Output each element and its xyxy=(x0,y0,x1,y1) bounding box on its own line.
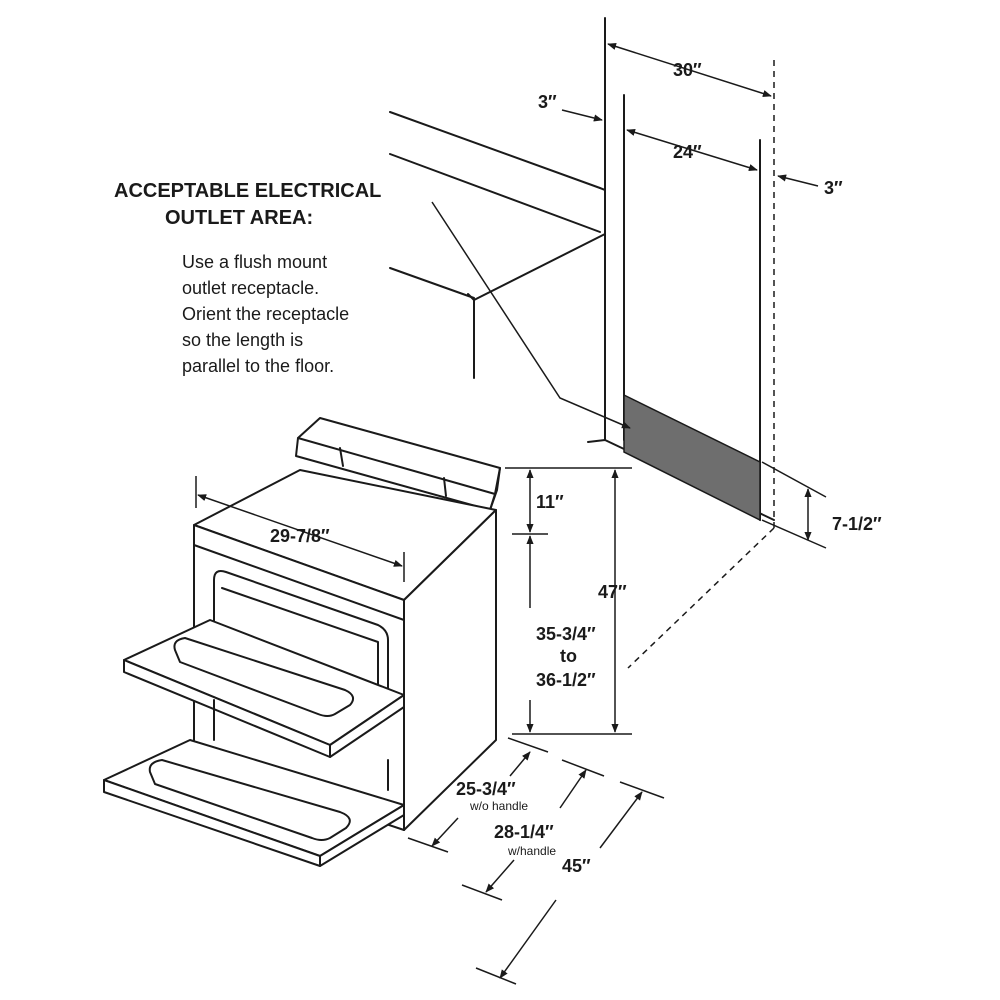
label-backguard-height: 11″ xyxy=(536,492,564,512)
dim-depth-ext-4 xyxy=(461,884,503,901)
range-side-face xyxy=(403,509,497,831)
dim-25-75-line-a xyxy=(509,751,531,777)
countertop-front xyxy=(467,187,606,301)
heading-line-2: OUTLET AREA: xyxy=(165,207,313,229)
dim-28-25-line-b xyxy=(485,859,515,893)
label-depth-door-open: 45″ xyxy=(562,856,591,876)
dim-depth-ext-2 xyxy=(561,759,605,777)
label-depth-with-handle-note: w/handle xyxy=(507,844,556,858)
label-outlet-area-height: 7-1/2″ xyxy=(832,514,882,534)
dim-3-left-arrow xyxy=(561,109,603,122)
label-cabinet-opening: 30″ xyxy=(673,60,702,80)
label-depth-with-handle: 28-1/4″ xyxy=(494,822,554,842)
label-wall-offset-right: 3″ xyxy=(824,178,843,198)
outlet-pointer-line xyxy=(431,201,631,429)
dim-depth-ext-1 xyxy=(407,837,449,853)
wall-cabinet-assembly xyxy=(389,17,775,669)
backguard-divider-right xyxy=(443,477,447,497)
outlet-instructions: ACCEPTABLE ELECTRICAL OUTLET AREA: Use a… xyxy=(114,180,381,376)
backguard-face-top xyxy=(297,437,496,495)
dimension-labels: 30″ 3″ 24″ 3″ 7-1/2″ 29-7/8″ 11″ 47″ 35-… xyxy=(270,60,882,876)
dimension-lines xyxy=(195,43,827,985)
dim-depth-ext-rear xyxy=(507,737,549,753)
floor-line-dashed xyxy=(627,527,775,669)
label-wall-offset-left: 3″ xyxy=(538,92,557,112)
instruction-line-4: so the length is xyxy=(182,330,303,350)
instruction-line-3: Orient the receptacle xyxy=(182,304,349,324)
label-outlet-area-width: 24″ xyxy=(673,142,702,162)
dim-7-5-ext-top xyxy=(761,461,827,498)
backguard-side xyxy=(489,467,501,511)
dim-7-5-ext-bottom xyxy=(761,519,827,549)
label-depth-no-handle-note: w/o handle xyxy=(469,799,528,813)
label-cooktop-height-1: 35-3/4″ xyxy=(536,624,596,644)
dim-3-right-arrow xyxy=(777,174,819,187)
dim-25-75-line-b xyxy=(431,817,459,847)
label-cooktop-height-2: to xyxy=(560,646,577,666)
backguard xyxy=(295,417,501,511)
dim-45-line-a xyxy=(599,791,643,849)
upper-oven-door-side xyxy=(329,694,405,758)
dim-24-line xyxy=(626,128,758,172)
dim-45-line-b xyxy=(499,899,557,979)
upper-oven-inner xyxy=(221,587,379,701)
countertop-bottom xyxy=(389,267,475,299)
dim-depth-ext-5 xyxy=(475,967,517,985)
countertop-upper-edge xyxy=(389,111,606,191)
label-cooktop-height-3: 36-1/2″ xyxy=(536,670,596,690)
label-depth-no-handle: 25-3/4″ xyxy=(456,779,516,799)
range-appliance xyxy=(103,417,501,867)
outlet-area xyxy=(623,393,761,522)
instruction-line-5: parallel to the floor. xyxy=(182,356,334,376)
lower-door-glass xyxy=(148,759,351,841)
countertop-lower-edge xyxy=(389,153,601,233)
dim-30-line xyxy=(607,43,772,97)
backguard-divider-left xyxy=(339,447,344,467)
instruction-line-2: outlet receptacle. xyxy=(182,278,319,298)
dim-width-line xyxy=(197,494,403,567)
upper-oven-window xyxy=(213,570,389,701)
instruction-line-1: Use a flush mount xyxy=(182,252,327,272)
label-overall-height: 47″ xyxy=(598,582,627,602)
dim-28-25-line-a xyxy=(559,769,587,809)
dim-depth-ext-3 xyxy=(619,781,665,799)
heading-line-1: ACCEPTABLE ELECTRICAL xyxy=(114,180,381,202)
label-range-width: 29-7/8″ xyxy=(270,526,330,546)
upper-door-glass xyxy=(173,637,355,717)
